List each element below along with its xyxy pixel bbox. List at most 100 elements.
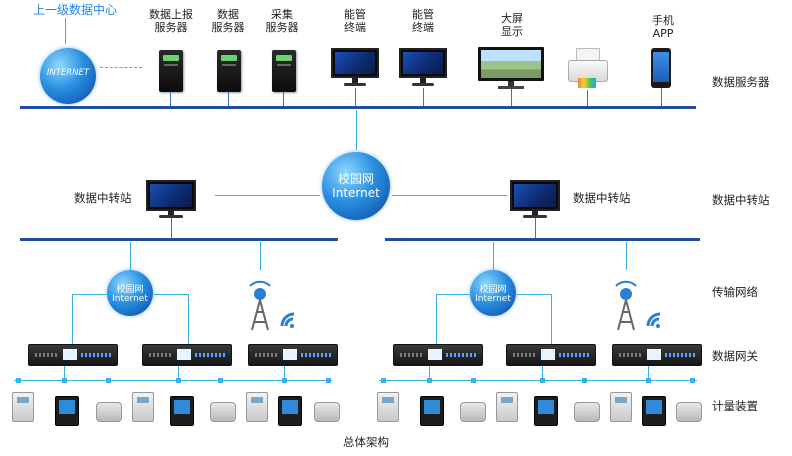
data-server-label: 数据 服务器 [211, 8, 245, 34]
right-gw1-drop [429, 366, 430, 380]
left-relay-monitor-icon [146, 180, 196, 220]
terminal-2-drop [423, 88, 424, 106]
energy-terminal-1-monitor-icon [331, 48, 379, 88]
left-meter-bus [14, 380, 332, 381]
upper-data-center-label: 上一级数据中心 [32, 3, 117, 17]
right-node [646, 378, 651, 383]
left-gateway-2 [142, 344, 232, 366]
left-relay-drop [171, 218, 172, 238]
big-screen-drop [511, 89, 512, 106]
right-node [471, 378, 476, 383]
right-internet-label: Internet [475, 294, 511, 304]
collect-server-label: 采集 服务器 [265, 8, 299, 34]
left-meter-4 [132, 392, 154, 422]
right-campus-label: 校园网 [479, 285, 507, 295]
left-node [326, 378, 331, 383]
report-server-label: 数据上报 服务器 [149, 8, 193, 34]
big-screen-label: 大屏 显示 [501, 12, 523, 38]
left-globe-to-gw1-link [72, 294, 109, 345]
left-wireless-tower-icon [249, 280, 295, 331]
right-meter-1 [377, 392, 399, 422]
right-relay-label: 数据中转站 [573, 191, 631, 205]
right-meter-9 [676, 402, 702, 422]
left-bus-to-tower-link [260, 242, 261, 270]
left-gateway-1 [28, 344, 118, 366]
right-gateway-1 [393, 344, 483, 366]
campus-network-globe-icon: 校园网 Internet [322, 152, 390, 220]
printer-icon [568, 48, 608, 90]
right-node [582, 378, 587, 383]
left-node [282, 378, 287, 383]
terminal-1-drop [355, 88, 356, 106]
layer-label-transmission: 传输网络 [712, 285, 758, 299]
right-node [690, 378, 695, 383]
data-server-drop [228, 92, 229, 106]
right-relay-monitor-icon [510, 180, 560, 220]
left-meter-6 [210, 402, 236, 422]
layer-label-metering: 计量装置 [712, 399, 758, 413]
right-gateway-2 [506, 344, 596, 366]
right-meter-3 [460, 402, 486, 422]
left-bus-to-globe-link [130, 242, 131, 270]
right-relay-bus [385, 238, 700, 241]
big-screen-display-icon [478, 47, 544, 89]
campus-to-right-relay-link [392, 195, 507, 196]
right-meter-4 [496, 392, 518, 422]
collect-server-drop [283, 92, 284, 106]
report-server-icon [159, 50, 183, 92]
left-campus-label: 校园网 [116, 285, 144, 295]
left-relay-label: 数据中转站 [74, 191, 132, 205]
left-campus-globe-icon: 校园网 Internet [107, 270, 153, 316]
right-meter-7 [610, 392, 632, 422]
left-meter-8 [278, 396, 302, 426]
right-relay-drop [535, 218, 536, 238]
internet-globe-label: INTERNET [46, 68, 90, 78]
campus-to-left-relay-link [215, 195, 320, 196]
left-gateway-3 [248, 344, 338, 366]
energy-terminal-1-label: 能管 终端 [344, 8, 366, 34]
left-node [106, 378, 111, 383]
right-meter-5 [534, 396, 558, 426]
right-node [381, 378, 386, 383]
right-node [427, 378, 432, 383]
data-server-icon [217, 50, 241, 92]
right-meter-bus [379, 380, 697, 381]
left-internet-label: Internet [112, 294, 148, 304]
right-wireless-tower-icon [615, 280, 661, 331]
left-meter-2 [55, 396, 79, 426]
left-gw2-drop [178, 366, 179, 380]
left-meter-1 [12, 392, 34, 422]
right-bus-to-tower-link [626, 242, 627, 270]
campus-internet-label: Internet [332, 186, 380, 200]
left-meter-5 [170, 396, 194, 426]
internet-globe-icon: INTERNET [40, 48, 96, 104]
energy-terminal-2-label: 能管 终端 [412, 8, 434, 34]
left-globe-to-gw2-link [152, 294, 189, 345]
left-node [176, 378, 181, 383]
right-meter-6 [574, 402, 600, 422]
left-meter-7 [246, 392, 268, 422]
data-server-bus [20, 106, 696, 109]
left-meter-3 [96, 402, 122, 422]
right-meter-8 [642, 396, 666, 426]
left-node [16, 378, 21, 383]
layer-label-data-server: 数据服务器 [712, 75, 770, 89]
right-node [540, 378, 545, 383]
energy-terminal-2-monitor-icon [399, 48, 447, 88]
right-meter-2 [420, 396, 444, 426]
report-server-drop [170, 92, 171, 106]
layer-label-data-relay: 数据中转站 [712, 193, 770, 207]
left-node [218, 378, 223, 383]
diagram-caption: 总体架构 [343, 435, 389, 449]
bus-to-campus-link [356, 110, 357, 150]
right-globe-to-gw1-link [436, 294, 472, 345]
right-bus-to-globe-link [493, 242, 494, 270]
left-node [62, 378, 67, 383]
right-campus-globe-icon: 校园网 Internet [470, 270, 516, 316]
collect-server-icon [272, 50, 296, 92]
layer-label-gateway: 数据网关 [712, 349, 758, 363]
left-gw3-drop [284, 366, 285, 380]
upstream-link [65, 18, 66, 44]
internet-to-server-link [100, 67, 142, 68]
